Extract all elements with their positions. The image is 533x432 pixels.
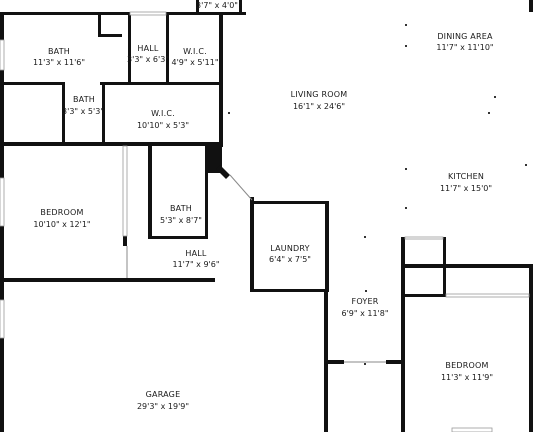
wall-top-closet (196, 0, 199, 12)
wall-diagonal (216, 165, 230, 179)
window-bottom-right (451, 427, 493, 432)
room-labels: 3'7" x 4'0" BATH 11'3" x 11'6" HALL 3'3"… (33, 1, 494, 411)
wall-hall-stub-h (98, 34, 122, 37)
marker (405, 45, 407, 47)
marker (494, 96, 496, 98)
wall-foyer-stub (328, 360, 344, 364)
window-hall-opening (122, 145, 128, 237)
wall-hall-stub (98, 12, 101, 36)
bedroom-1-name: BEDROOM (40, 208, 83, 217)
wic-2-dim: 10'10" x 5'3" (137, 121, 189, 130)
laundry-name: LAUNDRY (270, 244, 309, 253)
wall-bedroom2-top-c (405, 294, 443, 297)
wall-bedroom2-top-b (443, 237, 446, 297)
fixture-markers (228, 24, 527, 365)
dining-name: DINING AREA (437, 32, 493, 41)
wall-bedroom2-left (401, 237, 405, 432)
window-bedroom2-top (404, 236, 444, 240)
hall-1-dim: 3'3" x 6'3" (127, 55, 169, 64)
window-top-closet (129, 11, 167, 16)
hall-2-dim: 11'7" x 9'6" (172, 260, 219, 269)
hall-1-name: HALL (137, 44, 159, 53)
marker (405, 207, 407, 209)
window-left-middle (0, 177, 5, 227)
marker (525, 164, 527, 166)
wall-bath3-left (148, 146, 152, 238)
marker (405, 24, 407, 26)
window-left-lower (0, 299, 5, 339)
marker (364, 236, 366, 238)
bath-1-name: BATH (48, 47, 70, 56)
wall-top-right-corner (529, 0, 533, 12)
foyer-name: FOYER (352, 297, 379, 306)
wall-top-closet-right (239, 0, 242, 15)
foyer-dim: 6'9" x 11'8" (341, 309, 388, 318)
wic-1-dim: 4'9" x 5'11" (171, 58, 218, 67)
wall-foyer-stub-right (386, 360, 404, 364)
marker (364, 363, 366, 365)
bath-1-dim: 11'3" x 11'6" (33, 58, 85, 67)
bath-2-name: BATH (73, 95, 95, 104)
bedroom-2-dim: 11'3" x 11'9" (441, 373, 493, 382)
dining-dim: 11'7" x 11'10" (436, 43, 493, 52)
laundry-dim: 6'4" x 7'5" (269, 255, 311, 264)
wall-bath-hall (128, 12, 131, 84)
wall-garage-right (324, 292, 328, 432)
wall-bedroom-right-lower (123, 236, 127, 246)
garage-dim: 29'3" x 19'9" (137, 402, 189, 411)
wic-2-name: W.I.C. (151, 109, 175, 118)
door-diagonal (229, 174, 253, 201)
window-left-top (0, 39, 5, 71)
wall-bath3-right (205, 146, 208, 238)
hall-2-name: HALL (185, 249, 207, 258)
living-name: LIVING ROOM (291, 90, 348, 99)
wall-bath2-left (62, 82, 65, 145)
wall-bedroom2-top-a (401, 264, 533, 268)
wall-laundry-bottom (250, 289, 329, 292)
marker (405, 168, 407, 170)
doors (126, 174, 386, 363)
living-dim: 16'1" x 24'6" (293, 102, 345, 111)
wall-diagonal-block (208, 145, 222, 173)
bath-3-dim: 5'3" x 8'7" (160, 216, 202, 225)
wall-laundry-right (325, 201, 329, 292)
marker (488, 112, 490, 114)
wall-bedroom2-right (529, 264, 533, 432)
wall-bath2-top (100, 82, 223, 85)
marker (228, 112, 230, 114)
window-bedroom2-right-top (445, 293, 530, 298)
wall-laundry-left (250, 197, 254, 292)
wic-1-name: W.I.C. (183, 47, 207, 56)
wall-top-left (0, 12, 130, 15)
wall-garage-top (0, 278, 215, 282)
wall-top-wic (166, 12, 246, 15)
wall-hall-wic (166, 12, 169, 84)
kitchen-dim: 11'7" x 15'0" (440, 184, 492, 193)
bedroom-1-dim: 10'10" x 12'1" (33, 220, 90, 229)
bath-3-name: BATH (170, 204, 192, 213)
wall-bath2-right (102, 82, 105, 145)
garage-name: GARAGE (146, 390, 181, 399)
marker (365, 290, 367, 292)
wall-bath3-bottom (148, 236, 208, 239)
wall-laundry-top (250, 201, 328, 204)
bath-2-dim: 3'3" x 5'3" (62, 107, 104, 116)
top-note-dim: 3'7" x 4'0" (196, 1, 238, 10)
wall-wic-right (219, 12, 223, 147)
windows (0, 11, 530, 432)
wall-row-143 (0, 142, 223, 146)
wall-bath-bottom (0, 82, 65, 85)
kitchen-name: KITCHEN (448, 172, 484, 181)
bedroom-2-name: BEDROOM (445, 361, 488, 370)
